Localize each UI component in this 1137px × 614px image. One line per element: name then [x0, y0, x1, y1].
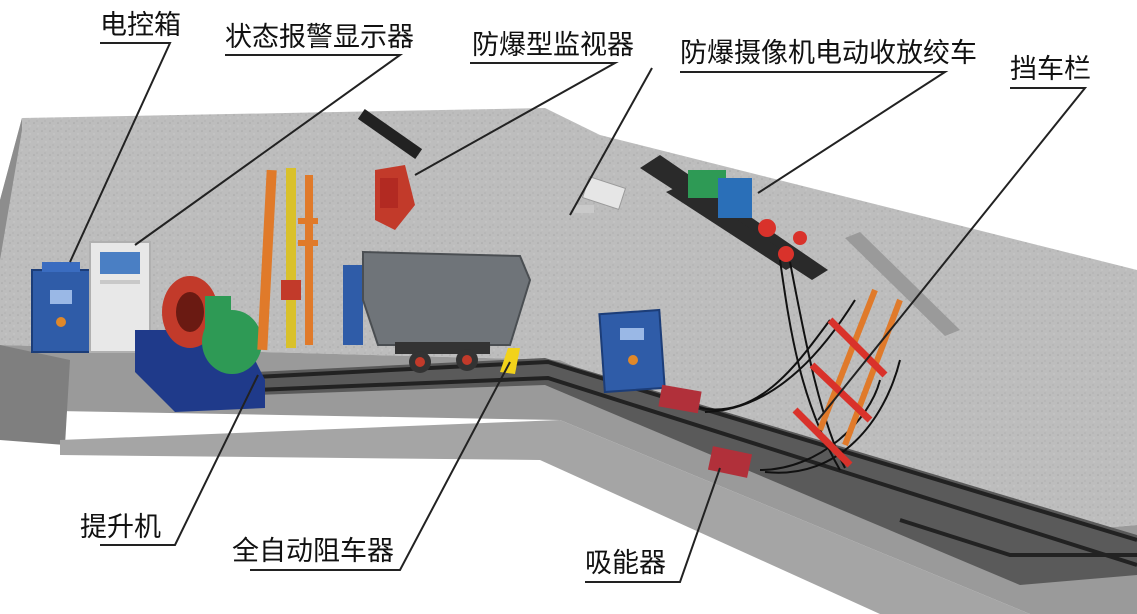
label-monitor: 防爆型监视器 — [472, 30, 634, 61]
status-display-cabinet — [89, 241, 151, 353]
label-auto-stopper: 全自动阻车器 — [232, 536, 394, 567]
camera-winch — [640, 155, 828, 280]
rail-branch — [899, 518, 1137, 557]
explosion-proof-monitor — [357, 109, 423, 230]
label-camera-winch: 防爆摄像机电动收放绞车 — [680, 38, 977, 69]
label-control-box: 电控箱 — [100, 10, 181, 41]
label-car-barrier: 挡车栏 — [1010, 54, 1091, 85]
ground-front-face — [0, 345, 1137, 614]
signal-poles — [257, 168, 318, 351]
mine-car — [343, 250, 532, 373]
rail-right — [254, 375, 1137, 567]
rail-left — [254, 359, 1137, 542]
label-status-display: 状态报警显示器 — [225, 22, 414, 53]
auto-stopper — [500, 348, 520, 374]
ground-front-shade — [0, 345, 70, 445]
leader-lines — [69, 42, 1088, 583]
ground-strip — [60, 420, 1030, 614]
rail-bed — [255, 358, 1137, 585]
label-absorber: 吸能器 — [585, 548, 666, 579]
hoist-machine — [135, 276, 265, 412]
control-box — [31, 262, 91, 353]
ground-left-face — [0, 118, 22, 260]
control-box-2 — [598, 308, 666, 394]
rail-track — [254, 358, 1137, 585]
label-hoist: 提升机 — [80, 512, 161, 543]
